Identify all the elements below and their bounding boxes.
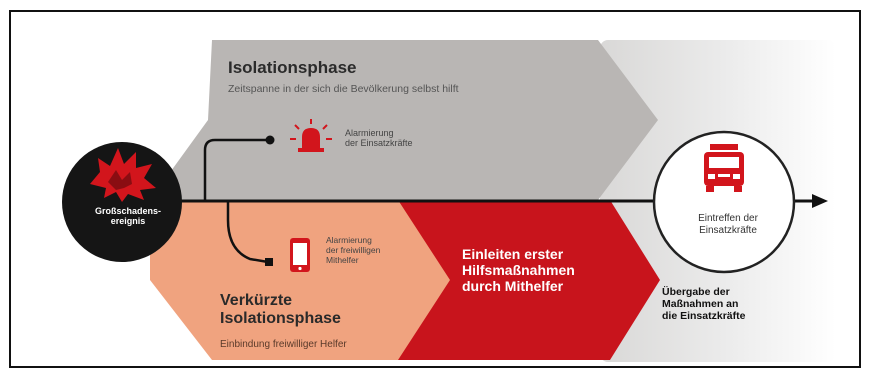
isolation-phase-chevron — [150, 40, 658, 200]
first-aid-chevron — [398, 200, 660, 360]
shortened-phase-subtitle: Einbindung freiwilliger Helfer — [220, 339, 347, 350]
shortened-phase-chevron — [150, 200, 458, 360]
alert-volunteers-connector — [226, 201, 269, 264]
isolation-phase-subtitle: Zeitspanne in der sich die Bevölkerung s… — [228, 83, 459, 95]
alert-emergency-label: Alarmierung der Einsatzkräfte — [345, 128, 413, 149]
alert-emergency-dot — [265, 135, 275, 145]
alert-volunteers-label: Alarmierung der freiwilligen Mithelfer — [326, 235, 381, 265]
siren-icon — [290, 119, 332, 152]
arrival-label: Eintreffen der Einsatzkräfte — [698, 213, 758, 236]
handover-label: Übergabe der Maßnahmen an die Einsatzkrä… — [662, 286, 746, 323]
arrival-circle — [652, 130, 796, 274]
explosion-icon — [90, 148, 156, 202]
event-label: Großschadens- ereignis — [94, 206, 161, 227]
smartphone-icon — [290, 238, 310, 272]
alert-volunteers-dot — [265, 258, 273, 266]
shortened-phase-title: Verkürzte Isolationsphase — [220, 292, 341, 328]
isolation-phase-title: Isolationsphase — [228, 58, 357, 77]
alert-emergency-connector — [203, 138, 268, 201]
fire-truck-icon — [704, 144, 744, 192]
first-aid-label: Einleiten erster Hilfsmaßnahmen durch Mi… — [462, 246, 575, 295]
timeline-arrowhead — [812, 194, 828, 208]
